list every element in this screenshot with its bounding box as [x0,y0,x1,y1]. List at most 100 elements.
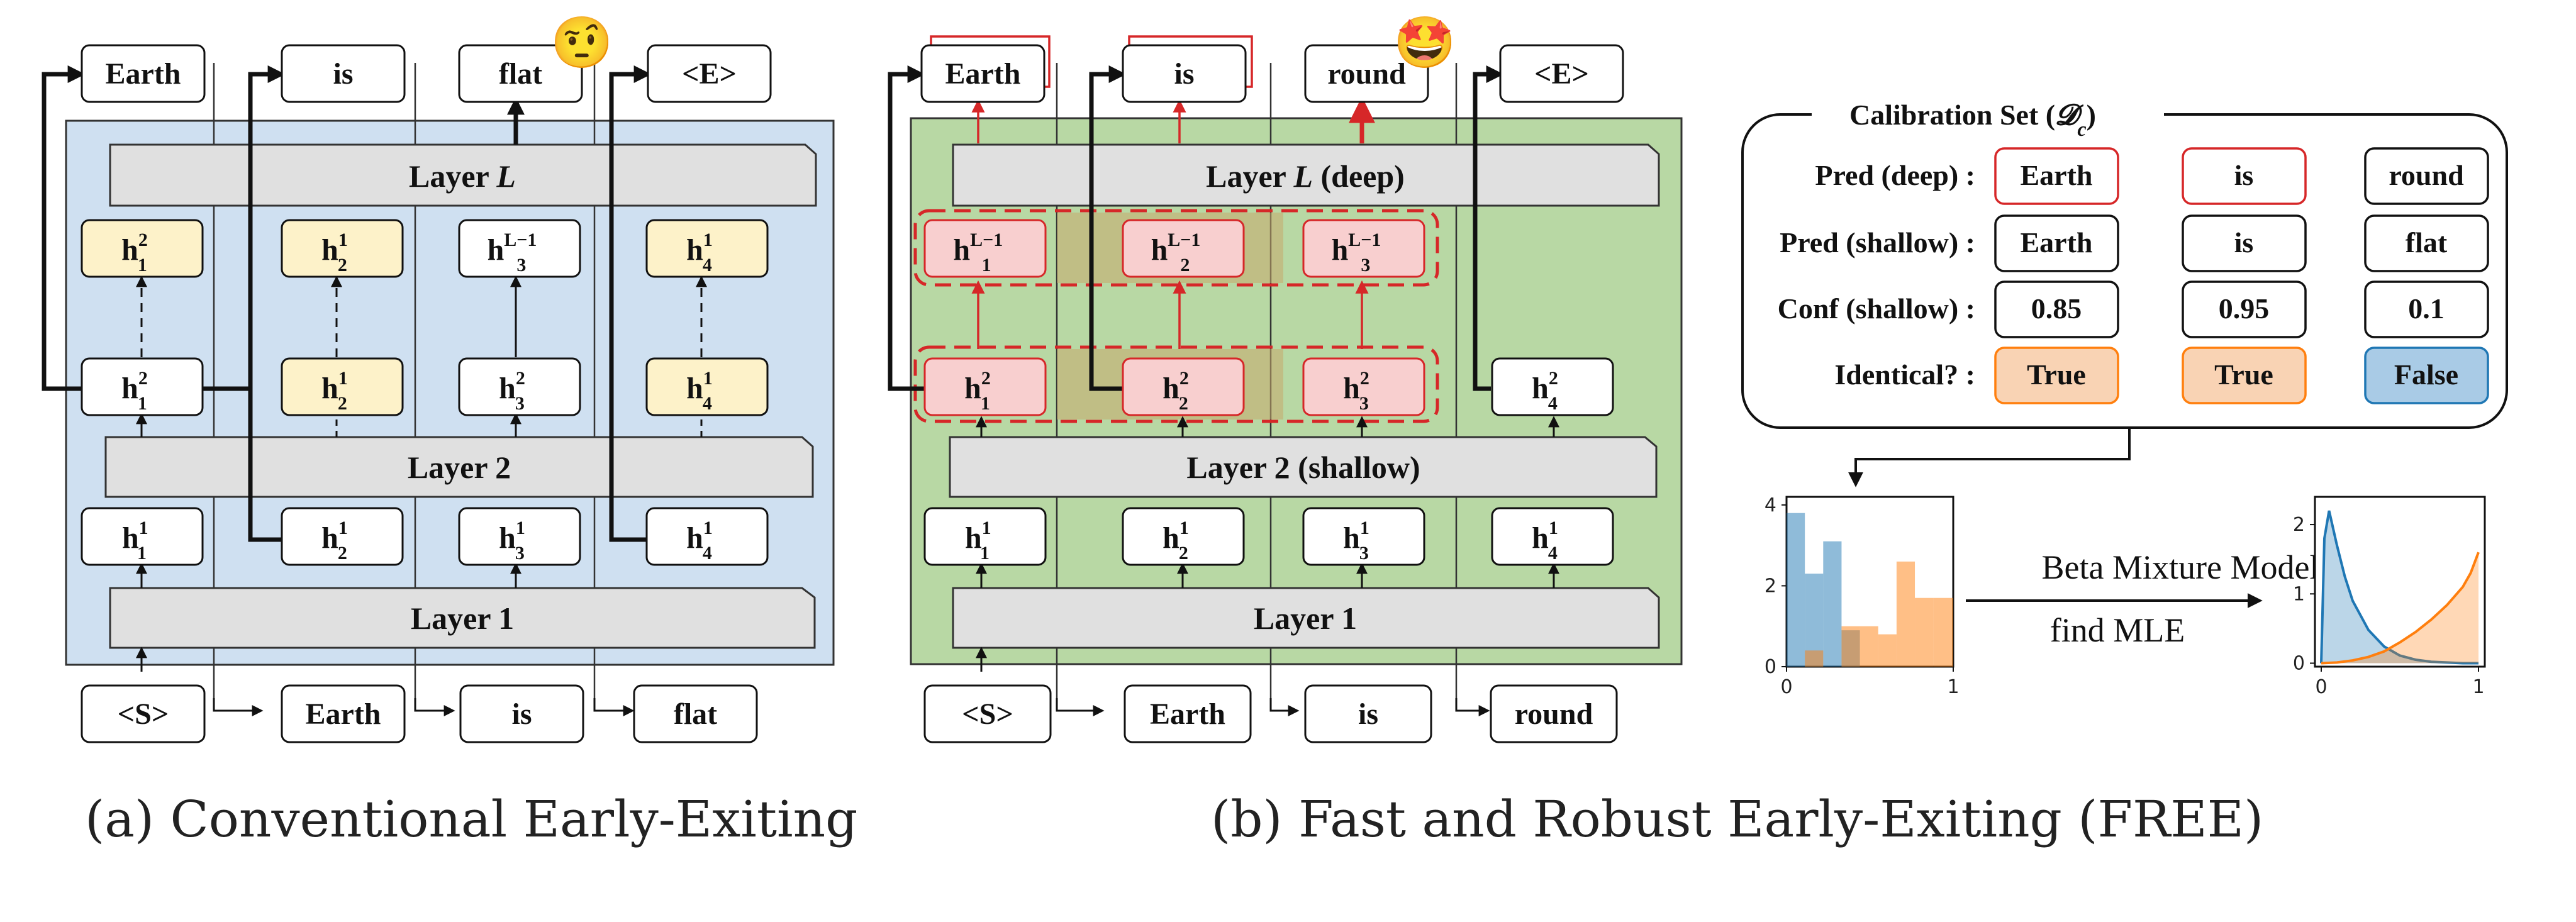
layer-2-label: Layer 2 [408,450,511,485]
svg-text:h14: h14 [686,368,713,414]
calib-row-label-2: Conf (shallow) : [1778,292,1975,325]
svg-text:h12: h12 [321,518,348,564]
panel-b-output-3: <E> [1499,44,1624,103]
vertical-arrows-b [976,416,1559,672]
caption-a: (a) Conventional Early-Exiting [85,790,857,848]
svg-text:h14: h14 [1532,518,1558,564]
svg-text:flat: flat [2406,226,2448,258]
layer-2-b-label: Layer 2 (shallow) [1186,450,1420,485]
calibration-set: Calibration Set (𝓓c) Pred (deep) :Pred (… [1741,97,2508,487]
beta-xtick: 0 [2315,676,2327,698]
hist-bar [1896,561,1915,667]
panel-a-input-1: Earth [281,684,406,743]
svg-text:Layer L (deep): Layer L (deep) [1206,158,1405,194]
layer-1-b: Layer 1 [952,587,1660,649]
calib-pred_deep-1: is [2182,147,2307,205]
beta-frame [2314,496,2486,668]
hist-bar [1915,597,1934,667]
hist-bar [1841,626,1860,667]
panel-a-output-3: <E> [647,44,772,103]
panel-a-output-0: Earth [81,44,206,103]
hist-bar [1933,597,1953,667]
layer-1-b-label: Layer 1 [1254,601,1357,636]
svg-text:round: round [2389,159,2464,191]
panel-a-input-2-label: is [511,697,532,731]
svg-text:h24: h24 [1532,368,1558,414]
layer-2: Layer 2 [104,436,814,498]
layer-1: Layer 1 [109,587,816,649]
panel-b-output-2-label: round [1327,57,1406,91]
hist-bar [1787,513,1805,667]
svg-text:h22: h22 [1163,368,1189,414]
svg-text:h21: h21 [964,368,991,414]
svg-text:0.1: 0.1 [2408,292,2445,325]
beta-area [2321,511,2478,664]
svg-text:hL−12: hL−12 [1151,230,1201,275]
calib-conf_shallow-0: 0.85 [1994,280,2119,338]
panel-a-output-0-label: Earth [106,57,181,91]
beta-mixture-arrow: Beta Mixture Model find MLE [1966,548,2319,649]
panel-b-input-2-label: is [1358,697,1378,731]
hist-ytick: 0 [1765,656,1776,678]
panel-a-output-1-label: is [333,57,353,91]
beta-area [2321,552,2478,664]
panel-b-output-1: is [1122,44,1247,103]
panel-b-output-2: round [1304,44,1429,103]
hist-bar [1860,626,1878,667]
panel-a-output-1: is [281,44,406,103]
hist-bar [1823,541,1842,667]
panel-b-output-0: Earth [920,44,1045,103]
hist-ytick: 4 [1765,494,1776,516]
panel-a-input-0: <S> [81,684,206,743]
svg-text:h21: h21 [121,368,148,414]
red-arrows-b [930,35,1375,349]
panel-a-input-3-label: flat [674,697,717,731]
svg-text:h23: h23 [499,368,525,414]
bmm-line2: find MLE [2050,611,2185,649]
hist-bar [1878,634,1897,667]
feed-lines-b [888,65,1504,716]
hist-ytick: 2 [1765,575,1776,597]
svg-text:h21: h21 [121,230,148,275]
calib-pred_deep-2: round [2364,147,2489,205]
svg-text:Earth: Earth [2021,159,2093,191]
calib-conf_shallow-2: 0.1 [2364,280,2489,338]
beta-ytick: 0 [2293,652,2305,674]
panel-a-input-1-label: Earth [306,697,381,731]
calib-row-label-0: Pred (deep) : [1815,159,1975,191]
svg-text:True: True [2214,358,2273,391]
panel-b-input-1: Earth [1124,684,1252,743]
svg-text:h13: h13 [1343,518,1369,564]
calib-identical-0: True [1994,347,2119,404]
calib-pred_shallow-2: flat [2364,214,2489,272]
bmm-line1: Beta Mixture Model [2042,548,2319,586]
layer-L-prefix: Layer [409,158,496,194]
svg-text:0.85: 0.85 [2031,292,2082,325]
panel-b-input-1-label: Earth [1150,697,1225,731]
svg-text:Layer L: Layer L [409,158,516,194]
svg-text:True: True [2027,358,2086,391]
hist-xtick: 0 [1780,676,1792,698]
calib-identical-1: True [2182,347,2307,404]
panel-b-input-0-label: <S> [962,697,1013,731]
svg-text:hL−11: hL−11 [953,230,1002,275]
